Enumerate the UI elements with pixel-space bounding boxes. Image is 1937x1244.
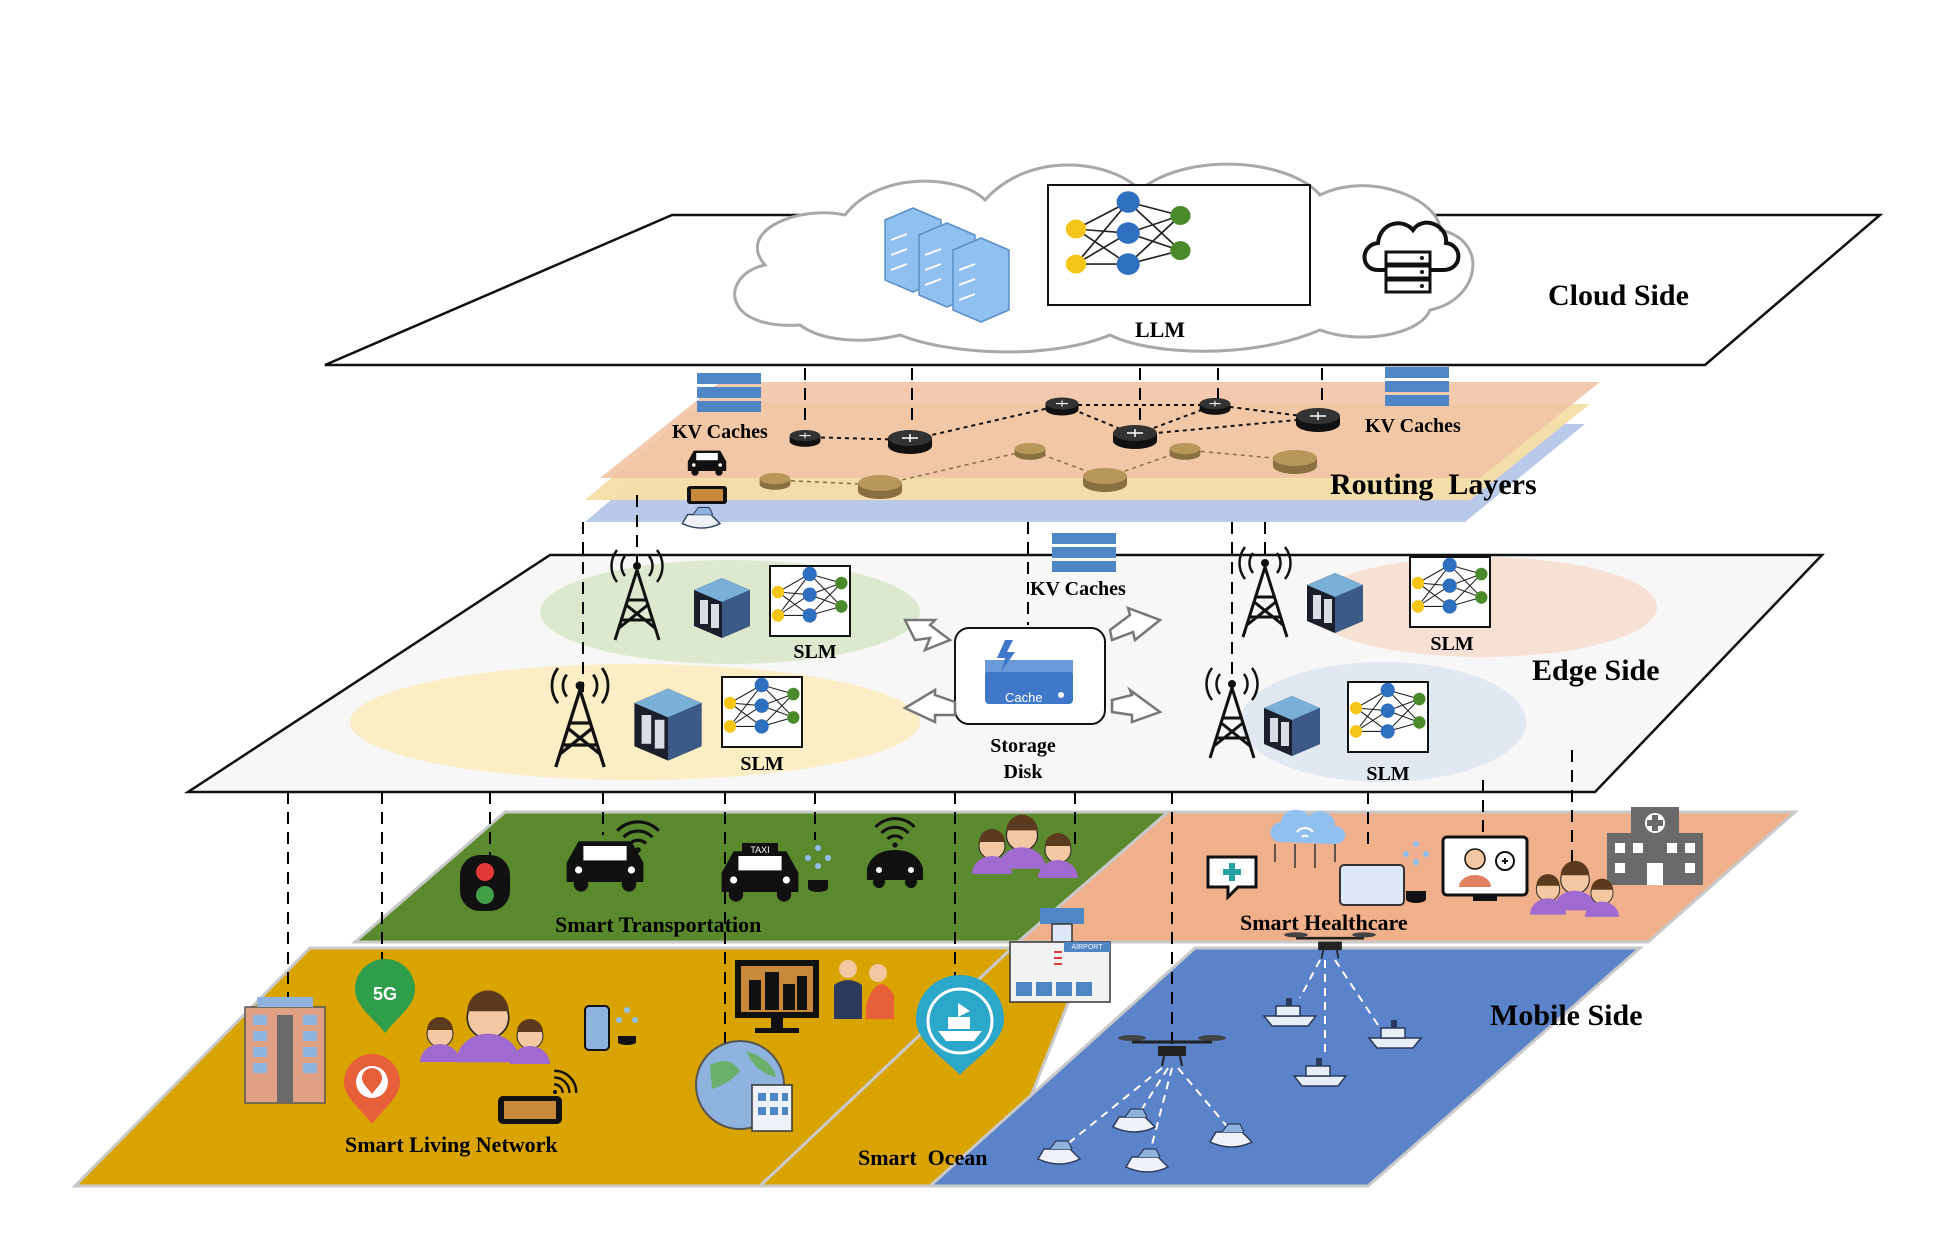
taxi-sign-label: TAXI (750, 845, 769, 855)
medical-chat-icon (1206, 855, 1258, 901)
airport-sign-label: AIRPORT (1072, 944, 1104, 951)
slm-label-1: SLM (793, 641, 836, 663)
kv-cache-left-icon (697, 373, 761, 412)
server-rack-icon (884, 207, 1010, 323)
building-icon (244, 997, 326, 1104)
storage-arrow-icon (902, 605, 1163, 724)
5g-badge-label: 5G (373, 984, 397, 1004)
mobile-side-label: Mobile Side (1490, 999, 1643, 1032)
slm-label-2: SLM (1430, 633, 1473, 655)
routing-links (804, 403, 1319, 442)
5g-pin-icon (355, 959, 415, 1033)
traffic-light-icon (460, 855, 510, 911)
routing-phone-icon (687, 486, 727, 504)
drone-beams (1059, 959, 1381, 1161)
phone-landscape-icon (498, 1096, 562, 1124)
business-people-icon (834, 960, 894, 1019)
slm-label-4: SLM (1366, 763, 1409, 785)
connectors (287, 368, 1573, 1050)
routing-plane-peach (600, 382, 1600, 478)
kv-cache-right-label: KV Caches (1365, 415, 1461, 437)
tablet-icon (1339, 864, 1426, 906)
taxi-sign (742, 843, 778, 855)
kv-cache-edge-icon (1052, 533, 1116, 572)
routing-links-lower (774, 449, 1296, 486)
cloud-iot-icon (1270, 809, 1346, 868)
kv-cache-left-label: KV Caches (672, 421, 768, 443)
slm-label-3: SLM (740, 753, 783, 775)
smartphone-icon (584, 1005, 638, 1051)
cloud-server-icon (1362, 220, 1461, 294)
hospital-icon (1607, 807, 1703, 885)
monitor-city-icon (735, 960, 819, 1033)
airport-icon (1009, 908, 1111, 1003)
edge-side-label: Edge Side (1532, 654, 1660, 687)
telemedicine-icon (1441, 835, 1529, 901)
ocean-plane (926, 946, 1644, 1188)
kv-cache-edge-label: KV Caches (1030, 578, 1126, 600)
kv-cache-right-icon (1385, 367, 1449, 406)
storage-label-line1: Storage (990, 735, 1056, 757)
ship-location-icon (916, 975, 1004, 1075)
smart-transportation-label: Smart Transportation (555, 912, 761, 937)
smart-ocean-label: Smart Ocean (858, 1145, 988, 1170)
smart-healthcare-label: Smart Healthcare (1240, 910, 1408, 935)
data-hub-icon (805, 845, 831, 892)
globe-building-icon (695, 1040, 793, 1132)
llm-label: LLM (1135, 317, 1185, 342)
location-pin-icon (344, 1054, 400, 1124)
cache-disk-icon (985, 640, 1073, 704)
storage-label-line2: Disk (1004, 761, 1044, 783)
cloud-side-label: Cloud Side (1548, 279, 1689, 312)
data-hub-icon-health (1403, 841, 1429, 865)
cache-device-label: Cache (1005, 690, 1043, 705)
smart-living-label: Smart Living Network (345, 1132, 558, 1157)
routing-layers-label: Routing Layers (1330, 468, 1537, 501)
robotaxi-icon (867, 850, 923, 888)
